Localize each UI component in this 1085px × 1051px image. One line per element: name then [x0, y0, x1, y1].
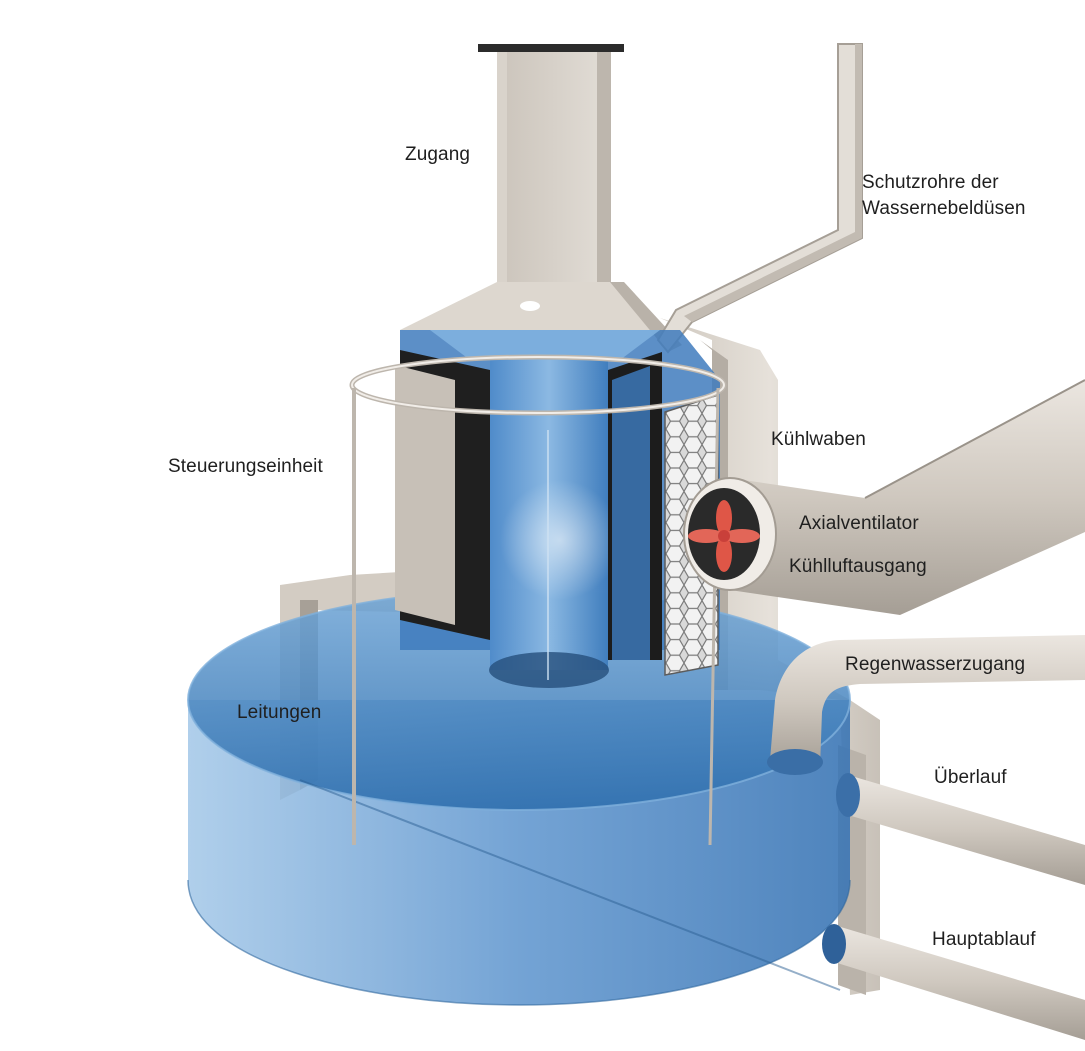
label-schutzrohre: Schutzrohre der Wassernebeldüsen	[862, 170, 1026, 222]
label-zugang: Zugang	[405, 144, 471, 165]
nozzle-protection-pipe	[656, 43, 863, 354]
access-shaft	[400, 44, 682, 352]
overflow-pipe	[836, 773, 1085, 885]
label-regenwasserzugang: Regenwasserzugang	[845, 654, 1026, 675]
ring-pipe	[349, 354, 727, 846]
label-schutzrohre-line2: Wassernebeldüsen	[862, 198, 1026, 219]
label-hauptablauf: Hauptablauf	[932, 929, 1036, 950]
label-leitungen: Leitungen	[237, 702, 322, 723]
label-schutzrohre-line1: Schutzrohre der	[862, 172, 999, 193]
fan-blades	[688, 500, 760, 572]
rainwater-inlet-pipe	[767, 635, 1085, 775]
label-ueberlauf: Überlauf	[934, 767, 1007, 788]
label-kuehlluftausgang: Kühlluftausgang	[789, 556, 927, 577]
fan-duct	[683, 379, 1085, 615]
label-steuerungseinheit: Steuerungseinheit	[168, 456, 323, 477]
main-drain-pipe	[822, 924, 1085, 1040]
label-axialventilator: Axialventilator	[799, 513, 919, 534]
label-kuehlwaben: Kühlwaben	[771, 429, 866, 450]
